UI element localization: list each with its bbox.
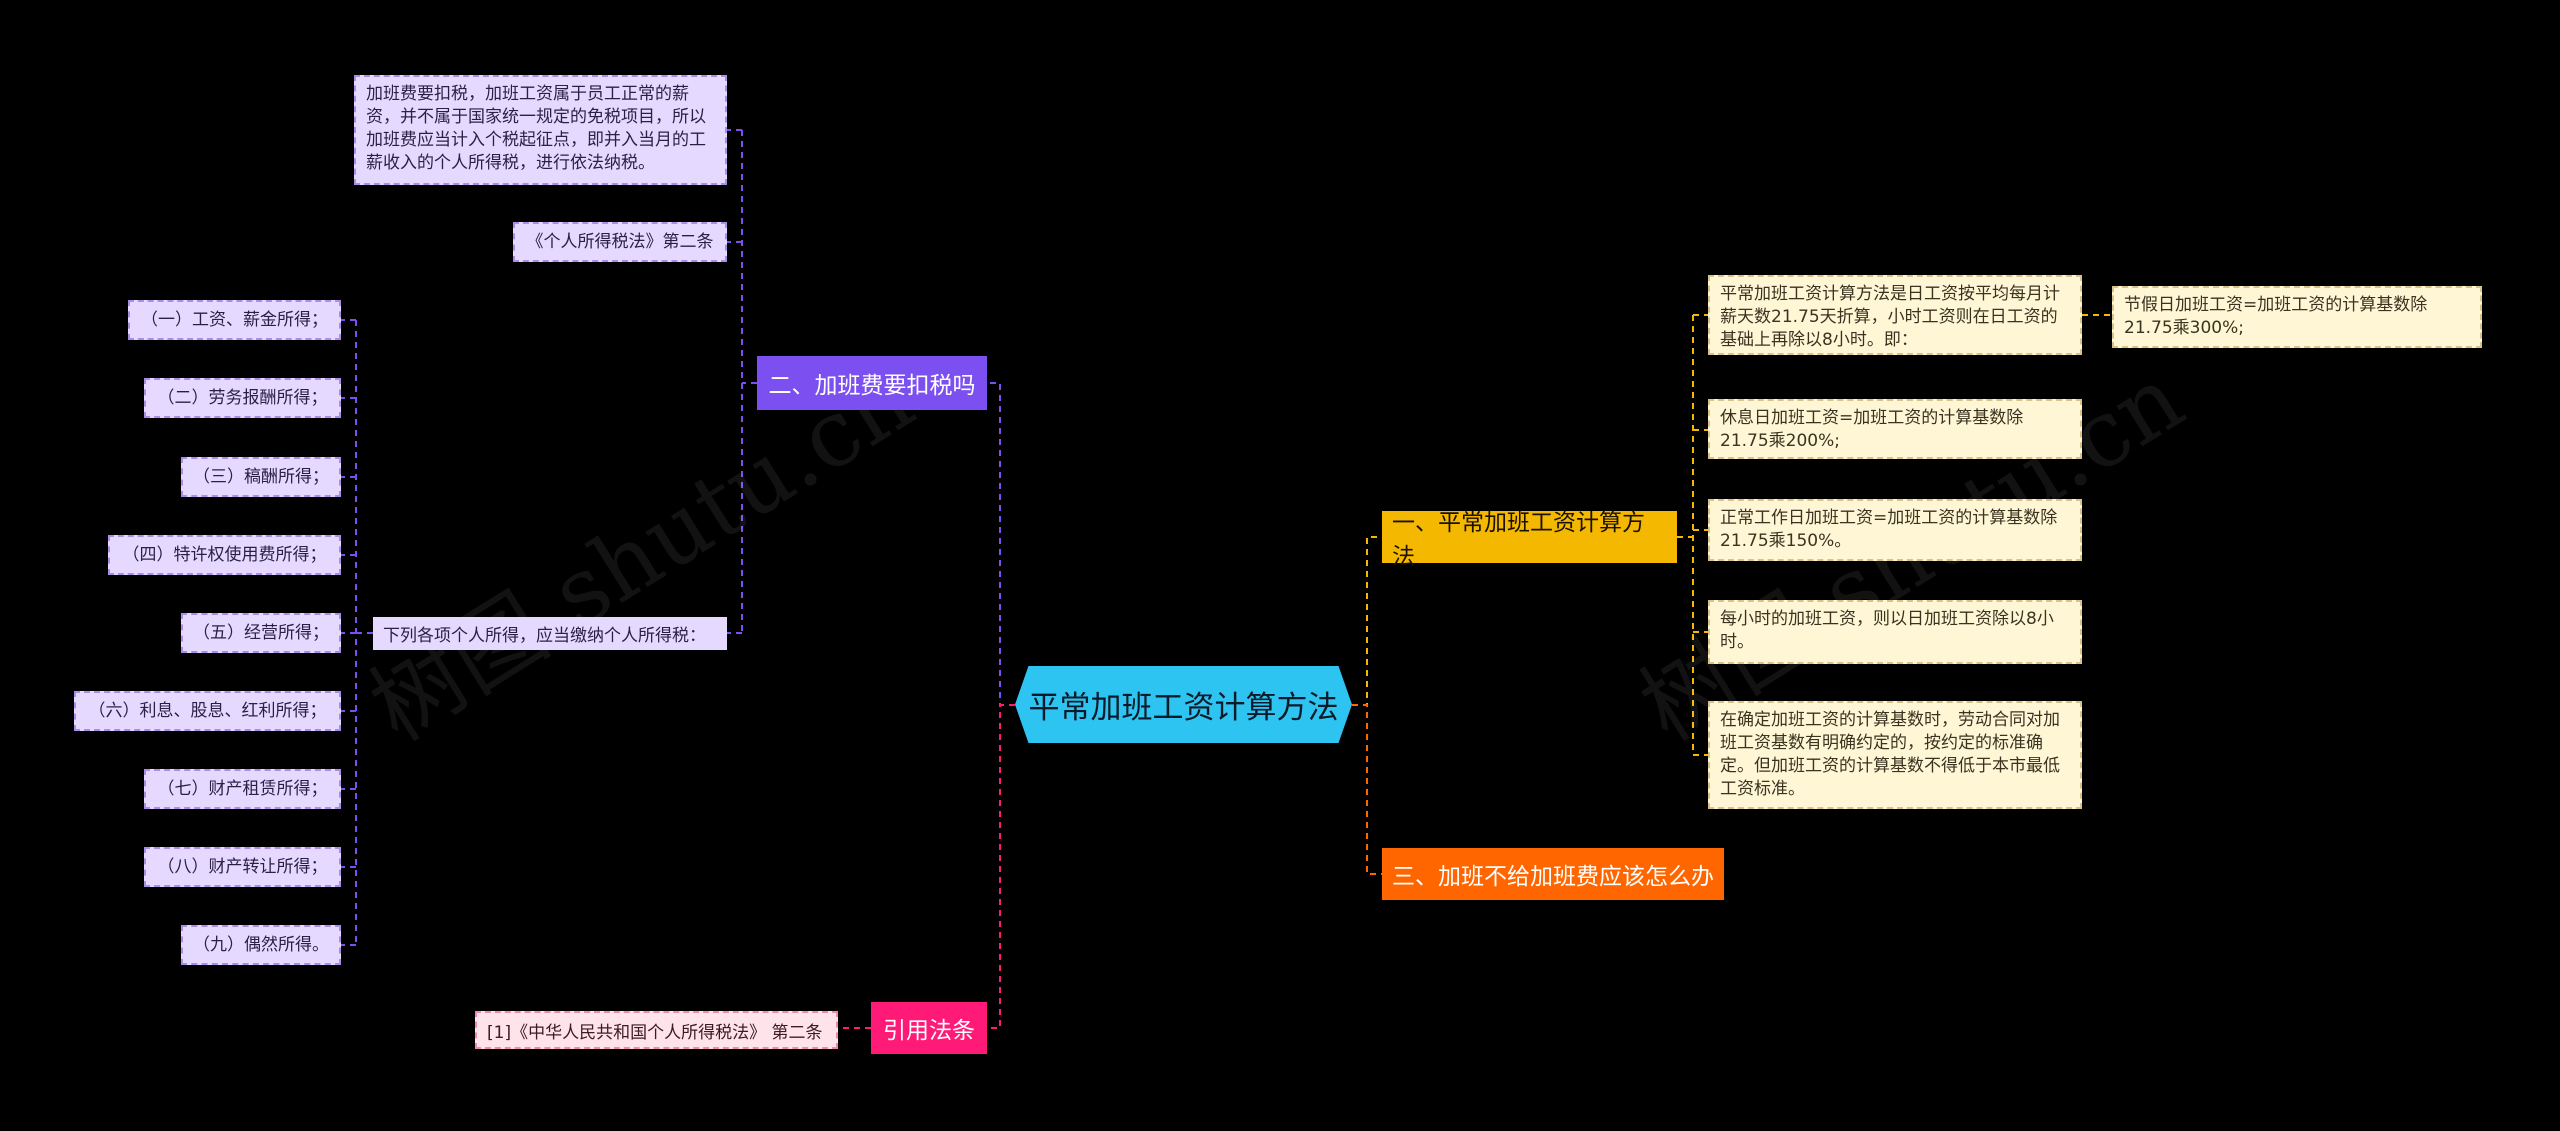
- calc-leaf-text: 平常加班工资计算方法是日工资按平均每月计薪天数21.75天折算，小时工资则在日工…: [1720, 284, 2060, 350]
- link-root-tax: [987, 382, 1015, 706]
- calc-leaf-5[interactable]: 在确定加班工资的计算基数时，劳动合同对加班工资基数有明确约定的，按约定的标准确定…: [1708, 701, 2082, 809]
- branch-unpaid-label: 三、加班不给加班费应该怎么办: [1392, 864, 1714, 890]
- income-item-8[interactable]: （八）财产转让所得；: [144, 847, 341, 887]
- income-item-text: （七）财产租赁所得；: [157, 778, 328, 799]
- income-item-7[interactable]: （七）财产租赁所得；: [144, 769, 341, 809]
- income-item-text: （九）偶然所得。: [193, 934, 329, 955]
- link-root-unpaid: [1352, 704, 1382, 875]
- link-calc-leaves: [1677, 314, 1708, 756]
- link-root-calc: [1352, 536, 1382, 706]
- income-item-9[interactable]: （九）偶然所得。: [181, 925, 341, 965]
- link-income-items: [341, 319, 373, 946]
- income-item-3[interactable]: （三）稿酬所得；: [181, 457, 341, 497]
- calc-leaf-4[interactable]: 每小时的加班工资，则以日加班工资除以8小时。: [1708, 600, 2082, 664]
- income-item-text: （六）利息、股息、红利所得；: [88, 700, 327, 721]
- tax-explanation[interactable]: 加班费要扣税，加班工资属于员工正常的薪资，并不属于国家统一规定的免税项目，所以加…: [354, 75, 727, 185]
- income-item-text: （八）财产转让所得；: [157, 856, 328, 877]
- income-item-text: （三）稿酬所得；: [193, 466, 329, 487]
- calc-leaf-2[interactable]: 休息日加班工资=加班工资的计算基数除21.75乘200%;: [1708, 399, 2082, 459]
- income-item-text: （二）劳务报酬所得；: [157, 387, 328, 408]
- tax-law-ref[interactable]: 《个人所得税法》第二条: [513, 222, 727, 262]
- income-item-5[interactable]: （五）经营所得；: [181, 613, 341, 653]
- branch-calc[interactable]: 一、平常加班工资计算方法: [1382, 510, 1677, 570]
- income-item-2[interactable]: （二）劳务报酬所得；: [144, 378, 341, 418]
- income-item-text: （五）经营所得；: [193, 622, 329, 643]
- calc-leaf-3[interactable]: 正常工作日加班工资=加班工资的计算基数除21.75乘150%。: [1708, 499, 2082, 561]
- branch-tax[interactable]: 二、加班费要扣税吗: [757, 356, 987, 410]
- root-node[interactable]: 平常加班工资计算方法: [1015, 666, 1352, 743]
- law-leaf[interactable]: [1]《中华人民共和国个人所得税法》 第二条: [475, 1011, 838, 1049]
- branch-tax-label: 二、加班费要扣税吗: [768, 373, 976, 399]
- calc-holiday-leaf[interactable]: 节假日加班工资=加班工资的计算基数除21.75乘300%;: [2112, 286, 2482, 348]
- branch-calc-label: 一、平常加班工资计算方法: [1392, 510, 1645, 570]
- calc-holiday-text: 节假日加班工资=加班工资的计算基数除21.75乘300%;: [2124, 295, 2428, 338]
- calc-leaf-text: 正常工作日加班工资=加班工资的计算基数除21.75乘150%。: [1720, 508, 2058, 551]
- calc-leaf-1[interactable]: 平常加班工资计算方法是日工资按平均每月计薪天数21.75天折算，小时工资则在日工…: [1708, 275, 2082, 355]
- income-item-text: （四）特许权使用费所得；: [122, 544, 327, 565]
- tax-explanation-text: 加班费要扣税，加班工资属于员工正常的薪资，并不属于国家统一规定的免税项目，所以加…: [366, 84, 706, 173]
- root-label: 平常加班工资计算方法: [1028, 690, 1339, 726]
- tax-law-ref-text: 《个人所得税法》第二条: [526, 231, 714, 252]
- income-item-text: （一）工资、薪金所得；: [141, 309, 328, 330]
- branch-law-label: 引用法条: [883, 1018, 975, 1044]
- income-list-intro[interactable]: 下列各项个人所得，应当缴纳个人所得税：: [373, 617, 727, 650]
- income-item-1[interactable]: （一）工资、薪金所得；: [128, 300, 341, 340]
- income-item-4[interactable]: （四）特许权使用费所得；: [108, 535, 341, 575]
- branch-law[interactable]: 引用法条: [871, 1002, 987, 1054]
- calc-leaf-text: 每小时的加班工资，则以日加班工资除以8小时。: [1720, 609, 2054, 652]
- law-leaf-text: [1]《中华人民共和国个人所得税法》 第二条: [487, 1022, 823, 1043]
- calc-leaf-text: 在确定加班工资的计算基数时，劳动合同对加班工资基数有明确约定的，按约定的标准确定…: [1720, 710, 2060, 799]
- calc-leaf-text: 休息日加班工资=加班工资的计算基数除21.75乘200%;: [1720, 408, 2024, 451]
- branch-unpaid[interactable]: 三、加班不给加班费应该怎么办: [1382, 848, 1724, 900]
- link-root-law: [987, 704, 1015, 1029]
- income-list-intro-text: 下列各项个人所得，应当缴纳个人所得税：: [383, 626, 706, 646]
- income-item-6[interactable]: （六）利息、股息、红利所得；: [74, 691, 341, 731]
